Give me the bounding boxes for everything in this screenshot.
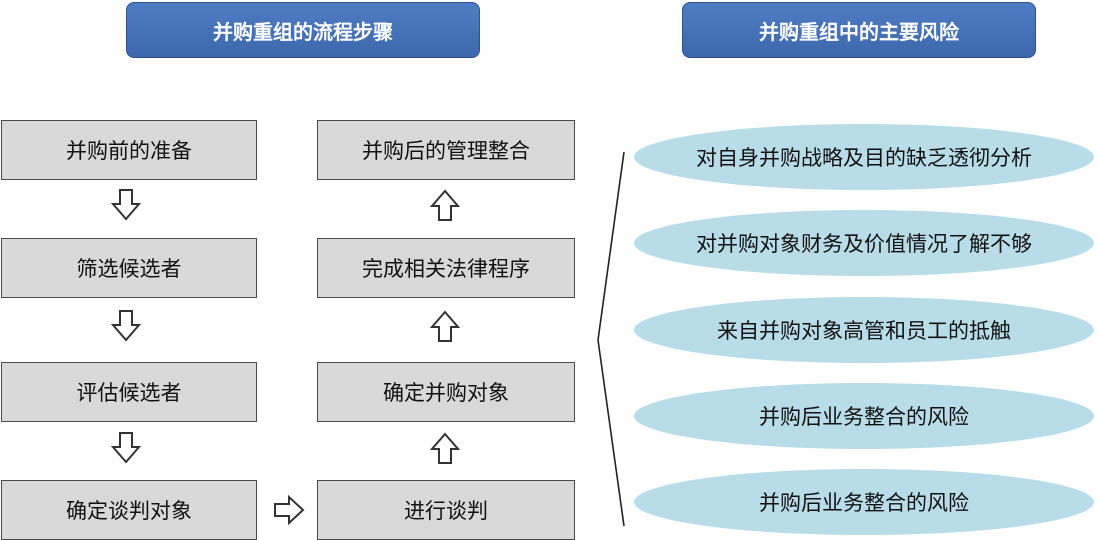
step-post-merger-integration: 并购后的管理整合 — [317, 120, 575, 180]
risk-item-strategy: 对自身并购战略及目的缺乏透彻分析 — [634, 124, 1094, 190]
process-steps-header: 并购重组的流程步骤 — [126, 2, 480, 58]
risk-item-financial: 对并购对象财务及价值情况了解不够 — [634, 210, 1094, 276]
step-evaluate-candidates: 评估候选者 — [1, 362, 257, 422]
arrow-up-icon — [429, 310, 461, 342]
bracket-connector — [597, 151, 625, 527]
risk-item-integration-2: 并购后业务整合的风险 — [634, 469, 1094, 535]
step-preparation: 并购前的准备 — [1, 120, 257, 180]
step-screen-candidates: 筛选候选者 — [1, 238, 257, 298]
step-select-negotiation-target: 确定谈判对象 — [1, 480, 257, 540]
main-risks-header: 并购重组中的主要风险 — [682, 2, 1036, 58]
arrow-down-icon — [110, 189, 142, 221]
step-negotiate: 进行谈判 — [317, 480, 575, 540]
arrow-up-icon — [429, 432, 461, 464]
step-confirm-target: 确定并购对象 — [317, 362, 575, 422]
arrow-down-icon — [110, 432, 142, 464]
step-legal-procedures: 完成相关法律程序 — [317, 238, 575, 298]
risk-item-resistance: 来自并购对象高管和员工的抵触 — [634, 297, 1094, 363]
risk-item-integration: 并购后业务整合的风险 — [634, 383, 1094, 449]
arrow-right-icon — [274, 494, 305, 526]
arrow-up-icon — [429, 189, 461, 221]
arrow-down-icon — [110, 310, 142, 342]
